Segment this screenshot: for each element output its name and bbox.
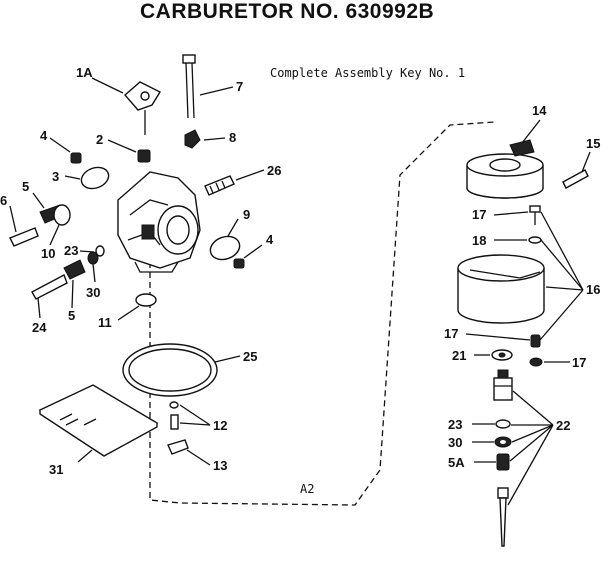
callout-5: 5 xyxy=(22,179,29,194)
fuel-bowl-16 xyxy=(457,254,545,324)
callout-11: 11 xyxy=(98,315,112,330)
callout-10: 10 xyxy=(41,246,55,261)
fuel-line-dashed xyxy=(149,121,496,506)
callout-31: 31 xyxy=(49,462,63,477)
callout-12: 12 xyxy=(213,418,227,433)
plate-9 xyxy=(209,235,241,261)
callout-17: 17 xyxy=(572,355,586,370)
callout-24: 24 xyxy=(32,320,47,335)
callout-4: 4 xyxy=(40,128,48,143)
spring-2 xyxy=(137,149,151,163)
callout-17: 17 xyxy=(444,326,458,341)
callout-5: 5 xyxy=(68,308,75,323)
screw-4-left xyxy=(70,152,82,164)
spring-5A xyxy=(496,453,510,471)
callout-21: 21 xyxy=(452,348,466,363)
page-title: CARBURETOR NO. 630992B xyxy=(140,0,435,23)
nut-17-lower xyxy=(529,357,543,367)
callout-9: 9 xyxy=(243,207,250,222)
jet-12 xyxy=(169,401,179,430)
bowl-nut-22 xyxy=(493,369,513,401)
pin-15 xyxy=(562,169,589,189)
oring-23-right xyxy=(495,419,511,429)
washer-18 xyxy=(528,236,542,244)
screw-17-top xyxy=(529,205,541,225)
gasket-ring-25 xyxy=(122,343,218,397)
throttle-lever xyxy=(124,81,161,135)
screw-4-right xyxy=(233,258,245,269)
choke-plate-3 xyxy=(80,166,110,190)
callout-22: 22 xyxy=(556,418,570,433)
callout-23: 23 xyxy=(64,243,78,258)
callout-13: 13 xyxy=(213,458,227,473)
callout-5A: 5A xyxy=(448,455,465,470)
callout-16: 16 xyxy=(586,282,600,297)
callout-30: 30 xyxy=(448,435,462,450)
spring-5-lower xyxy=(63,259,86,280)
sheet-label: A2 xyxy=(300,482,315,496)
spring-17-mid xyxy=(530,334,541,348)
callout-1A: 1A xyxy=(76,65,93,80)
callout-30: 30 xyxy=(86,285,100,300)
callout-7: 7 xyxy=(236,79,243,94)
needle-24 xyxy=(31,274,68,300)
leader-lines xyxy=(9,77,591,506)
oring-23-left xyxy=(95,245,105,257)
carburetor-body xyxy=(117,171,201,273)
needle-bolt-22 xyxy=(497,487,509,547)
callout-15: 15 xyxy=(586,136,600,151)
repair-kit-31 xyxy=(38,384,159,457)
callout-8: 8 xyxy=(229,130,236,145)
washer-30-left xyxy=(87,251,99,265)
callout-2: 2 xyxy=(96,132,103,147)
callout-17: 17 xyxy=(472,207,486,222)
callout-4: 4 xyxy=(266,232,274,247)
callout-3: 3 xyxy=(52,169,59,184)
callout-23: 23 xyxy=(448,417,462,432)
callout-14: 14 xyxy=(532,103,547,118)
callout-18: 18 xyxy=(472,233,486,248)
callout-26: 26 xyxy=(267,163,281,178)
callout-25: 25 xyxy=(243,349,257,364)
washer-30-right xyxy=(494,436,512,448)
nozzle-13 xyxy=(167,439,189,455)
needle-6 xyxy=(9,227,39,247)
float-14 xyxy=(466,139,544,199)
plug-11 xyxy=(135,293,157,307)
seal-10 xyxy=(53,204,71,226)
spring-26 xyxy=(204,175,235,196)
callout-6: 6 xyxy=(0,193,7,208)
seal-8 xyxy=(184,129,201,149)
choke-shaft xyxy=(182,54,196,119)
assembly-key-note: Complete Assembly Key No. 1 xyxy=(270,66,466,80)
washer-21 xyxy=(491,349,513,361)
